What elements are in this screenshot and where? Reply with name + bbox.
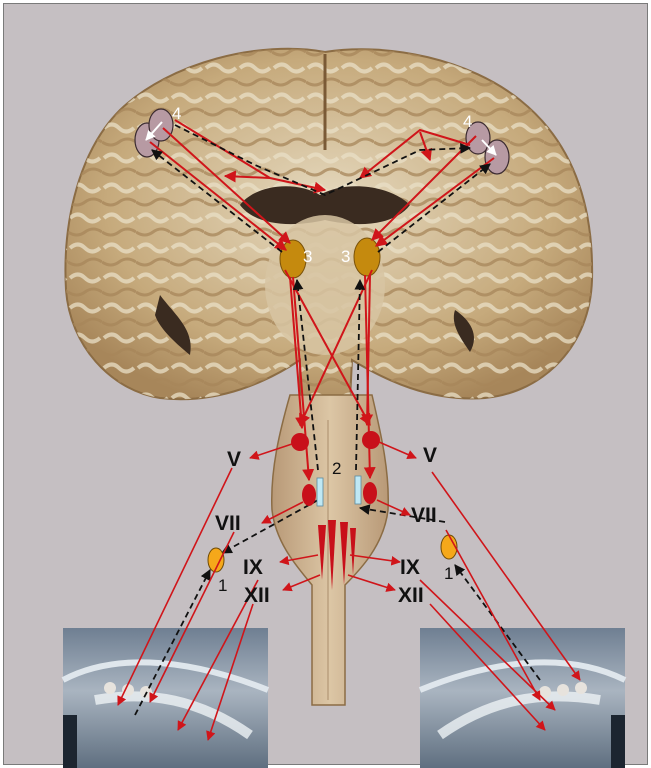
label-3-left: 3 xyxy=(303,247,312,266)
label-cn-v-right: V xyxy=(423,444,437,467)
brain-coronal-section xyxy=(65,49,592,400)
label-cn-v-left: V xyxy=(227,448,241,471)
label-cn-xii-left: XII xyxy=(244,584,270,607)
label-1-right: 1 xyxy=(444,564,453,583)
label-cn-vii-right: VII xyxy=(411,504,437,527)
label-1-left: 1 xyxy=(218,576,227,595)
label-4-right: 4 xyxy=(463,112,472,131)
label-cn-xii-right: XII xyxy=(398,584,424,607)
mri-inset-right xyxy=(420,628,625,768)
label-cn-ix-left: IX xyxy=(243,556,263,579)
mri-inset-left xyxy=(63,628,268,768)
label-4-left: 4 xyxy=(172,104,181,123)
label-3-right: 3 xyxy=(341,247,350,266)
label-2: 2 xyxy=(332,459,341,478)
label-cn-ix-right: IX xyxy=(400,556,420,579)
thalamic-nucleus-right xyxy=(354,238,380,276)
label-cn-vii-left: VII xyxy=(215,512,241,535)
